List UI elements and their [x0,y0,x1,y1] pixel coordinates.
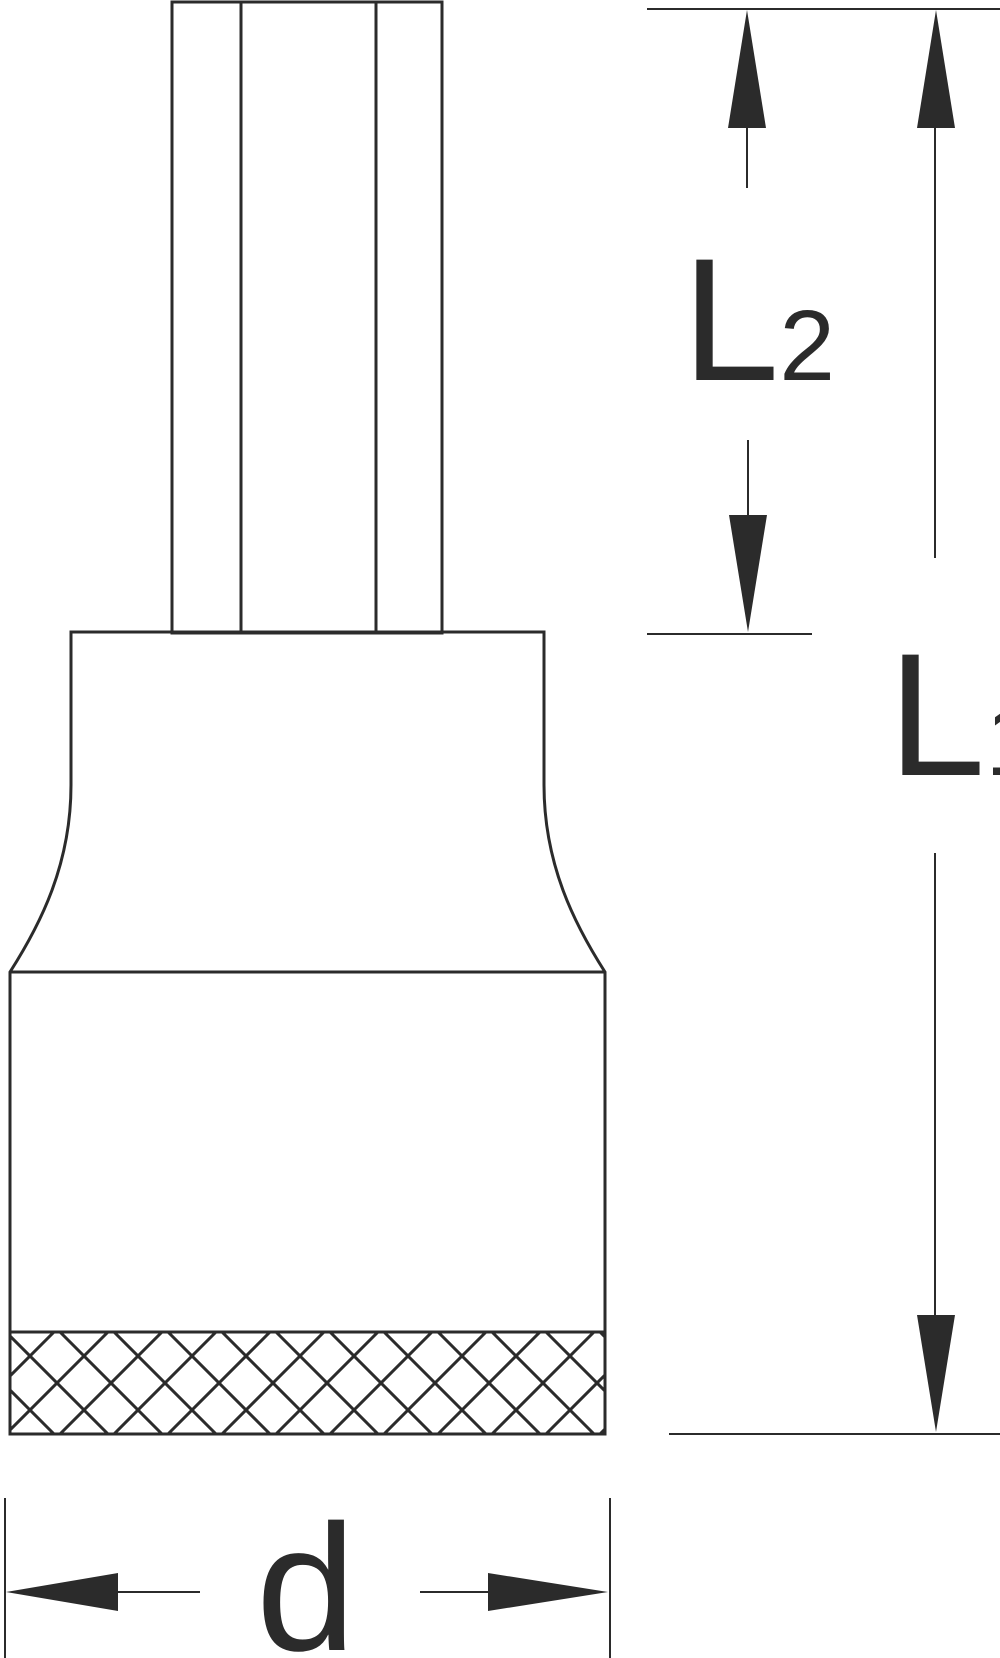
d-label: d [256,1488,356,1658]
l2-dimension: L2 [647,8,1000,635]
knurl-line [490,1332,596,1434]
knurl-line [708,1332,810,1434]
knurl-line [544,1371,606,1434]
knurl-line [58,1332,164,1434]
knurl-line [598,1332,606,1341]
socket-body [8,630,607,1436]
knurl-line [436,1332,542,1434]
knurl-line [220,1332,326,1434]
knurl-pattern [10,1332,810,1434]
knurl-line [598,1425,606,1434]
knurl-line [708,1332,810,1434]
l1-label: L1 [888,618,1000,813]
knurl-line [10,1387,56,1434]
knurl-line [382,1332,488,1434]
knurl-line [328,1332,434,1434]
hex-bit [170,0,444,635]
l2-label: L2 [682,223,835,418]
knurl-line [10,1332,56,1379]
d-dimension: d [4,1488,611,1658]
knurl-line [654,1332,756,1434]
knurl-line [112,1332,218,1434]
l1-dimension: L1 [669,10,1000,1435]
knurl-line [10,1332,110,1433]
knurl-line [654,1332,756,1434]
knurl-line [166,1332,272,1434]
knurl-line [274,1332,380,1434]
